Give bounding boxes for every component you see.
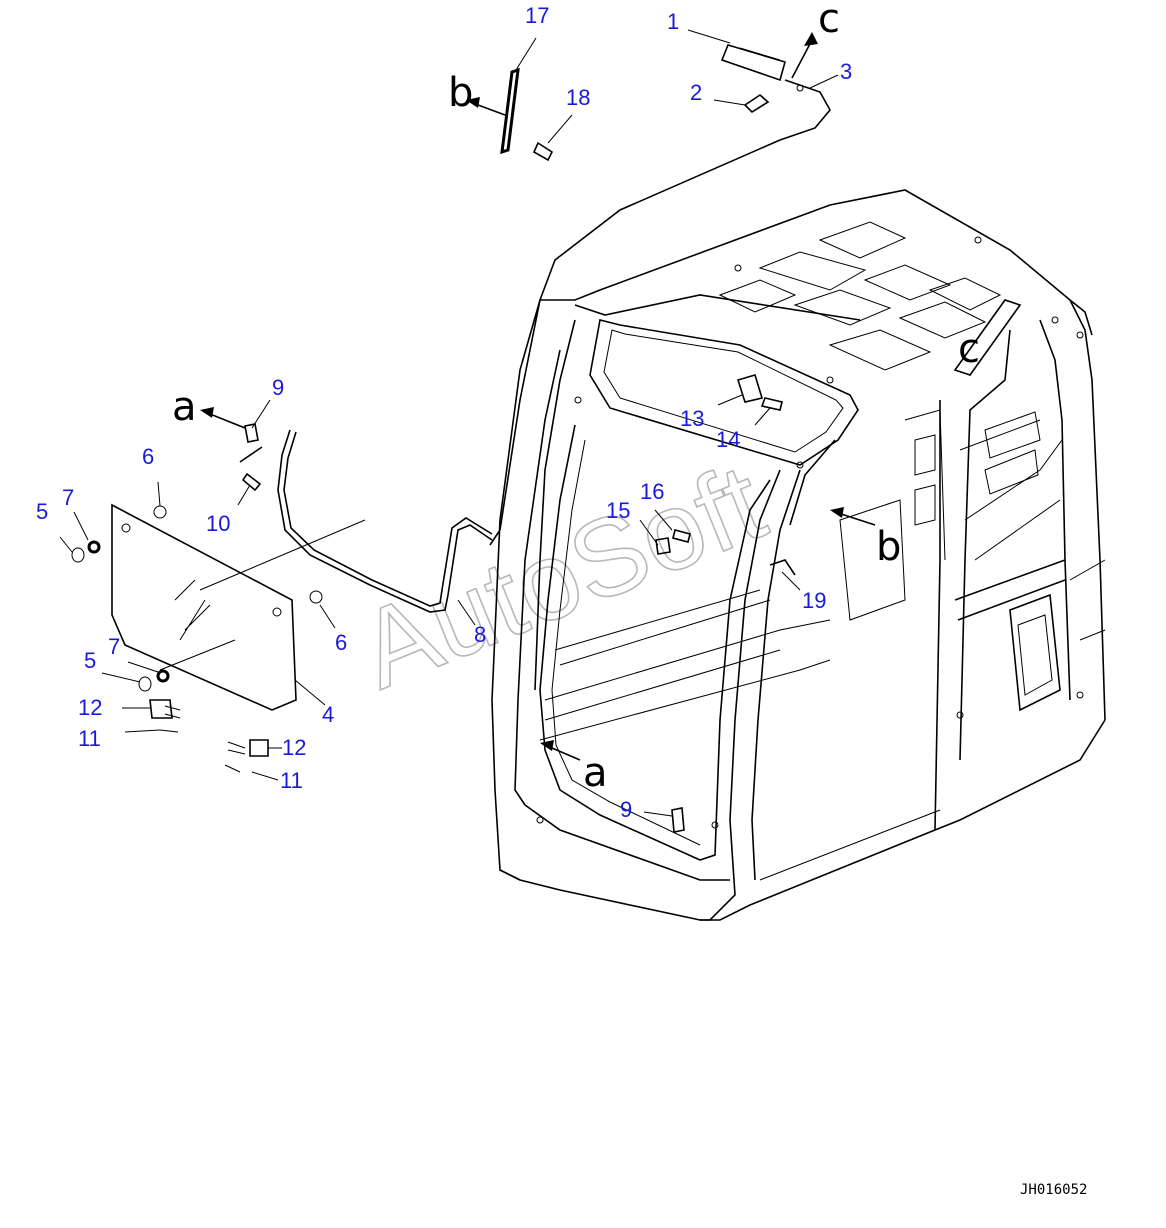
callout-7-upper: 7 bbox=[62, 485, 74, 510]
callout-8: 8 bbox=[474, 622, 486, 647]
callout-9-lower: 9 bbox=[620, 797, 632, 822]
callout-5-lower: 5 bbox=[84, 648, 96, 673]
watermark: AutoSoft bbox=[343, 440, 780, 712]
callout-6-upper: 6 bbox=[142, 444, 154, 469]
callout-18: 18 bbox=[566, 85, 590, 110]
glass-panel bbox=[111, 503, 366, 711]
callout-9-upper: 9 bbox=[272, 375, 284, 400]
leader-lines bbox=[59, 29, 839, 817]
callout-15: 15 bbox=[606, 498, 630, 523]
callout-1: 1 bbox=[667, 9, 679, 34]
cab-frame bbox=[491, 189, 1106, 921]
view-letter-a-cab: a bbox=[583, 750, 608, 796]
hardware bbox=[71, 374, 876, 833]
callout-14: 14 bbox=[716, 427, 740, 452]
callout-10: 10 bbox=[206, 511, 230, 536]
lamp-assembly bbox=[489, 32, 831, 546]
callout-16: 16 bbox=[640, 479, 664, 504]
callout-13: 13 bbox=[680, 406, 704, 431]
callout-6-lower: 6 bbox=[335, 630, 347, 655]
view-letter-b-cab: b bbox=[876, 524, 901, 570]
drawing-number: JH016052 bbox=[1020, 1182, 1087, 1198]
view-letter-a: a bbox=[172, 384, 197, 430]
callout-17: 17 bbox=[525, 3, 549, 28]
callout-2: 2 bbox=[690, 80, 702, 105]
view-letter-b: b bbox=[448, 70, 473, 116]
callout-11-right: 11 bbox=[280, 768, 303, 793]
handrail-strip bbox=[466, 67, 554, 162]
callout-5-upper: 5 bbox=[36, 499, 48, 524]
view-letter-c-cab: c bbox=[958, 326, 980, 372]
callout-19: 19 bbox=[802, 588, 826, 613]
callout-11-left: 11 bbox=[78, 726, 101, 751]
callout-12-right: 12 bbox=[282, 735, 306, 760]
callout-4: 4 bbox=[322, 702, 334, 727]
callouts: 1 2 3 4 5 5 6 6 7 7 8 9 9 10 11 11 12 12… bbox=[36, 3, 852, 822]
callout-12-left: 12 bbox=[78, 695, 102, 720]
seal-strip bbox=[277, 429, 493, 613]
view-letter-c: c bbox=[818, 0, 840, 42]
callout-7-lower: 7 bbox=[108, 634, 120, 659]
callout-3: 3 bbox=[840, 59, 852, 84]
